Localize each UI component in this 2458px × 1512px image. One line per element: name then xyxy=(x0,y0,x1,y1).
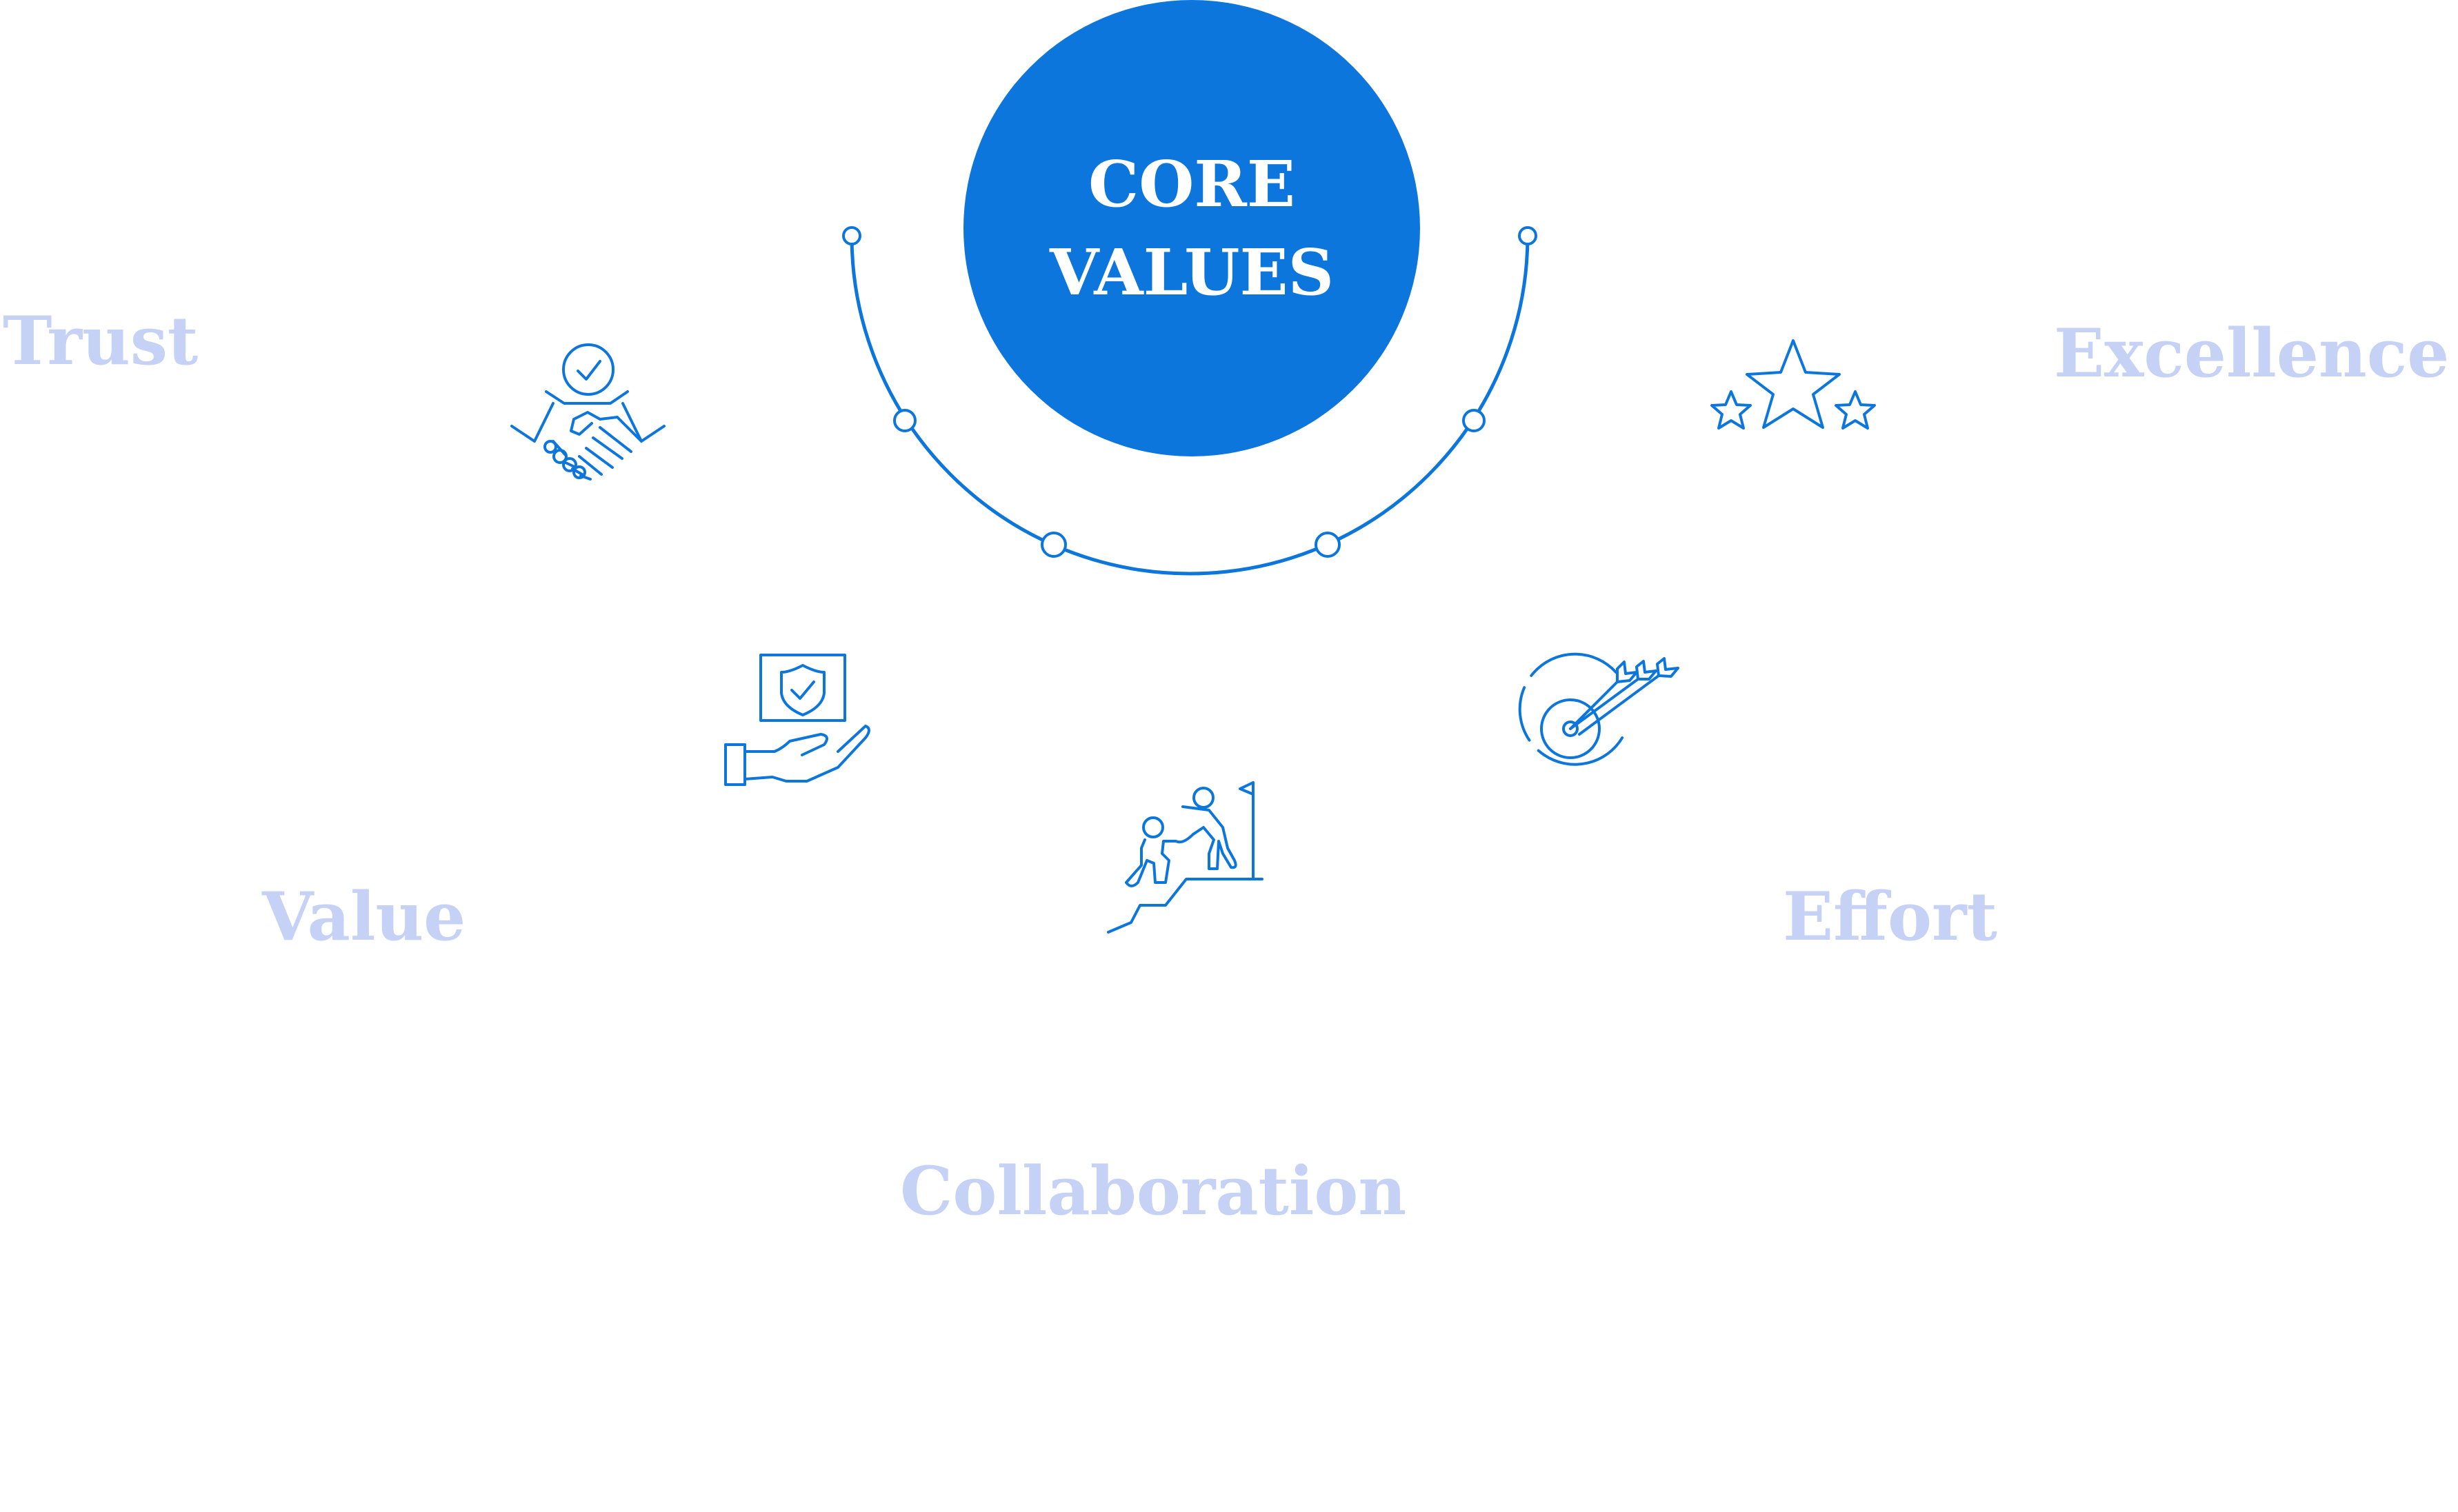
arc-node xyxy=(1315,532,1341,558)
collaboration-label: Collaboration xyxy=(900,1152,1407,1230)
effort-label: Effort xyxy=(1783,878,1997,956)
arc-node xyxy=(1518,226,1537,245)
hand-shield-icon xyxy=(721,652,879,789)
handshake-icon xyxy=(510,338,666,483)
target-arrows-icon xyxy=(1514,638,1683,793)
arc-node xyxy=(1462,409,1486,432)
value-label: Value xyxy=(262,878,466,956)
core-values-circle: CORE VALUES xyxy=(963,0,1420,456)
trust-label: Trust xyxy=(3,302,199,380)
arc-node xyxy=(842,226,861,245)
climbing-teamwork-icon xyxy=(1107,779,1269,934)
excellence-label: Excellence xyxy=(2054,314,2450,392)
center-title-line1: CORE xyxy=(1088,147,1295,221)
arc-node xyxy=(893,409,917,432)
stars-icon xyxy=(1707,338,1879,441)
arc-node xyxy=(1041,532,1067,558)
center-title: CORE VALUES xyxy=(1012,140,1371,316)
center-title-line2: VALUES xyxy=(1049,235,1335,310)
